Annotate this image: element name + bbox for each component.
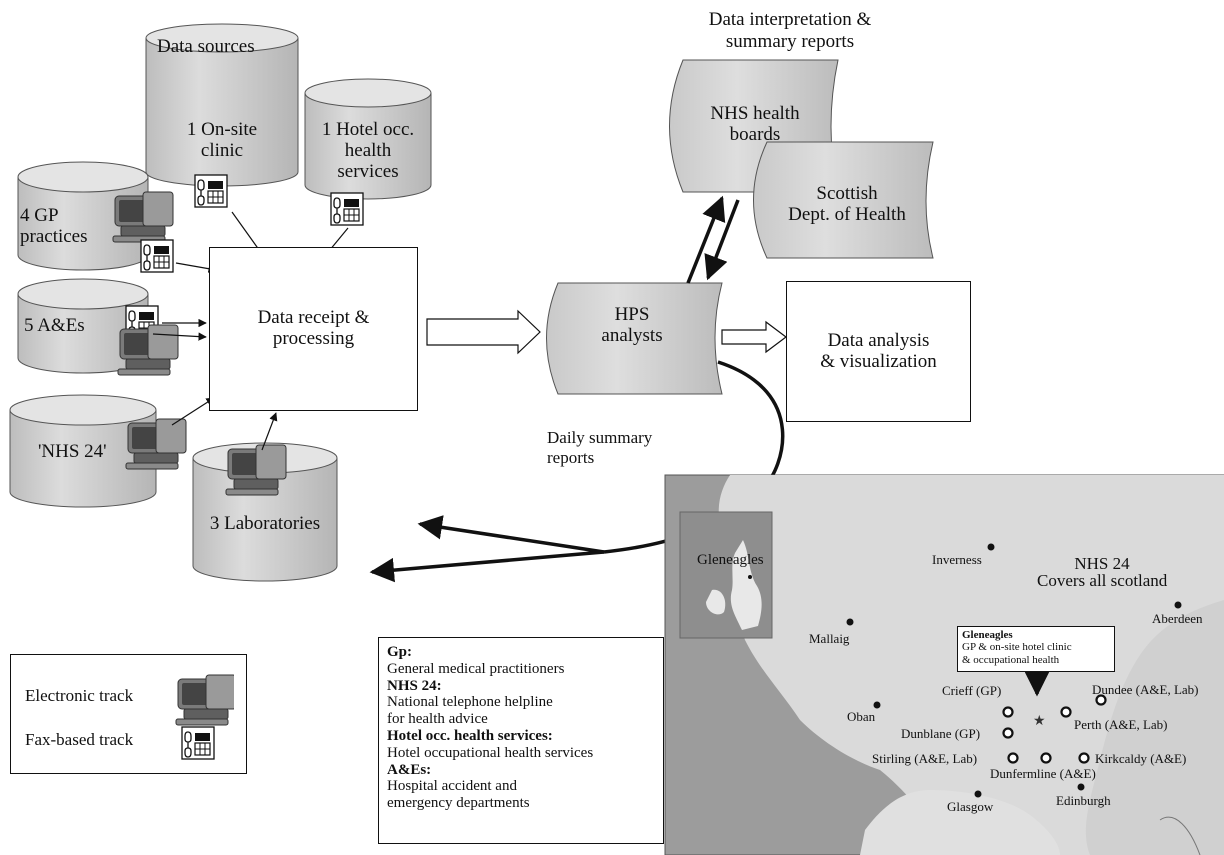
- laboratories-label: 3 Laboratories: [209, 513, 321, 534]
- fax-icon: [194, 174, 228, 208]
- glossary-term: NHS 24:: [387, 677, 442, 694]
- gleneagles-callout: Gleneagles GP & on-site hotel clinic & o…: [957, 626, 1115, 672]
- legend-icons: [175, 674, 234, 760]
- label-line: services: [337, 160, 399, 182]
- fax-icon: [181, 726, 215, 760]
- place-dundee: Dundee (A&E, Lab): [1092, 682, 1199, 697]
- place-kirkcaldy: Kirkcaldy (A&E): [1095, 751, 1187, 766]
- place-mallaig: Mallaig: [809, 631, 850, 646]
- interpretation-heading: Data interpretation & summary reports: [670, 9, 910, 53]
- label-line: HPS: [614, 304, 650, 325]
- cylinder-onsite-clinic: [145, 23, 299, 187]
- label-line: reports: [547, 447, 595, 467]
- svg-text:★: ★: [1033, 714, 1046, 729]
- computer-icon: [117, 324, 179, 376]
- label-line: Dept. of Health: [788, 203, 906, 225]
- label-line: NHS health: [710, 103, 800, 124]
- glossary-definition: Hospital accident and: [387, 778, 517, 795]
- label-line: boards: [729, 123, 781, 145]
- onsite-clinic-label: 1 On-site clinic: [148, 119, 296, 162]
- callout-line: & occupational health: [962, 653, 1060, 666]
- data-sources-heading: Data sources: [157, 36, 255, 57]
- hps-analysts-label: HPS analysts: [572, 304, 692, 347]
- place-crieff: Crieff (GP): [942, 683, 1002, 698]
- legend: Electronic track Fax-based track: [10, 654, 247, 774]
- data-receipt-label: Data receipt & processing: [257, 307, 370, 350]
- label-line: health: [344, 139, 392, 161]
- label-line: practices: [20, 225, 88, 247]
- computer-icon: [225, 444, 287, 496]
- place-glasgow: Glasgow: [947, 799, 994, 814]
- label-line: 4 GP: [20, 205, 59, 226]
- glossary-term: A&Es:: [387, 761, 432, 778]
- label-line: Scottish: [816, 183, 878, 204]
- label-line: Daily summary: [547, 428, 653, 447]
- nhs24-coverage-label: NHS 24 Covers all scotland: [1037, 555, 1167, 589]
- legend-fax-label: Fax-based track: [25, 730, 134, 749]
- nhs-boards-label: NHS health boards: [680, 103, 830, 146]
- callout-line: GP & on-site hotel clinic: [962, 641, 1072, 654]
- heading-line: summary reports: [725, 30, 855, 52]
- cylinder-hotel-occ: [304, 78, 432, 200]
- scottish-dept-label: Scottish Dept. of Health: [762, 183, 932, 226]
- glossary-definition: for health advice: [387, 711, 488, 728]
- place-dunfermline: Dunfermline (A&E): [990, 766, 1096, 781]
- computer-icon: [175, 674, 234, 726]
- place-edinburgh: Edinburgh: [1056, 793, 1111, 808]
- legend-electronic-label: Electronic track: [25, 686, 134, 705]
- glossary-definition: General medical practitioners: [387, 660, 565, 677]
- cylinder-nhs24: [9, 394, 157, 508]
- place-aberdeen: Aberdeen: [1152, 611, 1203, 626]
- gp-practices-label: 4 GP practices: [20, 205, 88, 248]
- glossary-definition: Hotel occupational health services: [387, 744, 594, 761]
- daily-summary-label: Daily summary reports: [547, 428, 652, 467]
- nhs24-label: 'NHS 24': [38, 441, 107, 462]
- place-dunblane: Dunblane (GP): [901, 726, 981, 741]
- inset-gleneagles-label: Gleneagles: [697, 552, 764, 568]
- data-receipt-box: Data receipt & processing: [209, 247, 418, 411]
- computer-icon: [112, 191, 174, 243]
- heading-line: Data interpretation &: [708, 9, 872, 30]
- ae-label: 5 A&Es: [24, 315, 85, 336]
- label-line: processing: [272, 328, 355, 349]
- label-line: Data analysis: [827, 329, 930, 351]
- hotel-occ-label: 1 Hotel occ. health services: [305, 119, 431, 183]
- label-line: clinic: [200, 139, 244, 161]
- place-oban: Oban: [847, 709, 876, 724]
- label-line: 1 Hotel occ.: [321, 119, 415, 140]
- place-inverness: Inverness: [932, 552, 982, 567]
- label-line: Covers all scotland: [1037, 571, 1168, 590]
- label-line: & visualization: [820, 350, 937, 372]
- scotland-map: ★: [664, 474, 1224, 855]
- label-line: analysts: [601, 324, 663, 346]
- glossary-definition: National telephone helpline: [387, 694, 553, 711]
- fax-icon: [330, 192, 364, 226]
- cylinder-ae: [17, 278, 149, 374]
- place-stirling: Stirling (A&E, Lab): [872, 751, 978, 766]
- data-analysis-label: Data analysis & visualization: [820, 329, 937, 373]
- glossary-definition: emergency departments: [387, 795, 530, 812]
- label-line: NHS 24: [1074, 554, 1130, 573]
- glossary: Gp: General medical practitioners NHS 24…: [378, 637, 664, 844]
- computer-icon: [125, 418, 187, 470]
- glossary-term: Hotel occ. health services:: [387, 727, 553, 744]
- data-analysis-box: Data analysis & visualization: [786, 281, 971, 422]
- fax-icon: [140, 239, 174, 273]
- place-perth: Perth (A&E, Lab): [1074, 717, 1168, 732]
- callout-title: Gleneagles: [962, 629, 1013, 641]
- label-line: 1 On-site: [186, 119, 258, 140]
- glossary-term: Gp:: [387, 644, 413, 660]
- label-line: Data receipt &: [257, 307, 370, 329]
